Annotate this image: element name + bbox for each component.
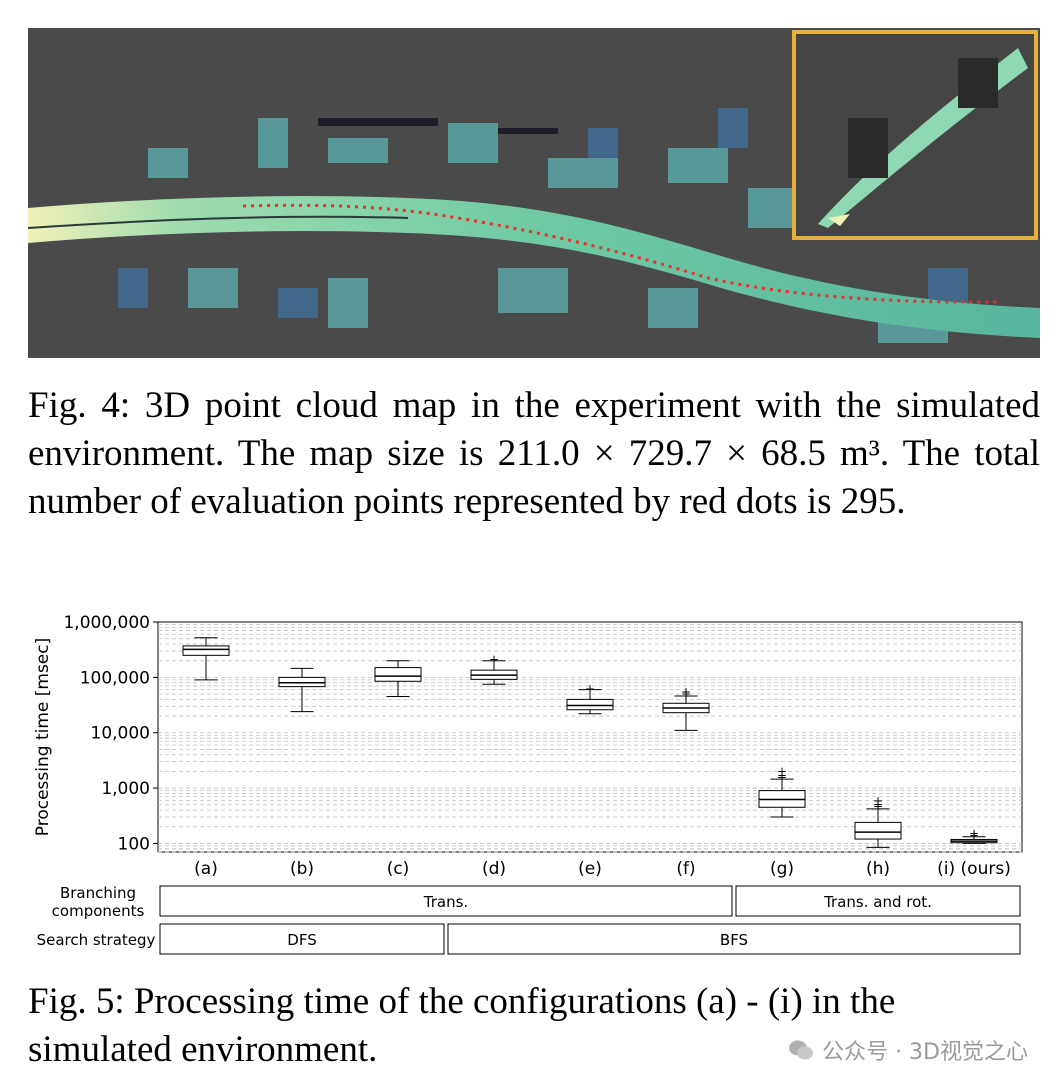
flier-marker: + (777, 764, 787, 778)
point-cloud-map-graphic (28, 28, 1040, 358)
figure-4-caption-prefix: Fig. 4: (28, 385, 131, 426)
box-1 (278, 667, 326, 713)
flier-marker: + (489, 653, 499, 667)
flier-marker: + (969, 827, 979, 841)
watermark-text: 公众号 · 3D视觉之心 (822, 1040, 1028, 1065)
table-cell-label: BFS (720, 931, 748, 949)
x-tick-label: (c) (387, 859, 410, 879)
figure-5-caption: Fig. 5: Processing time of the configura… (28, 978, 1040, 1074)
y-tick-label: 100 (118, 834, 150, 854)
box-2 (374, 660, 422, 698)
x-tick-label: (i) (ours) (937, 859, 1011, 879)
table-cell (447, 923, 1021, 955)
iqr-box (374, 667, 422, 682)
flier-marker: + (873, 794, 883, 808)
figure-5-caption-line1: Processing time of the configurations (a… (133, 981, 896, 1022)
x-tick-label: (a) (194, 859, 218, 879)
box-4: + (566, 682, 614, 715)
y-tick-label: 100,000 (80, 668, 150, 688)
point-cloud-map-image (28, 28, 1040, 358)
iqr-box (854, 821, 902, 840)
watermark: 公众号 · 3D视觉之心 (788, 1034, 1028, 1066)
table-cell (159, 923, 445, 955)
iqr-box (182, 645, 230, 656)
table-row-label: components (52, 902, 145, 920)
table-cell (735, 885, 1021, 917)
flier-marker: + (777, 771, 787, 785)
y-tick-label: 1,000,000 (63, 613, 150, 633)
x-tick-label: (g) (770, 859, 794, 879)
box-5: ++ (662, 685, 710, 731)
box-7: +++ (854, 794, 902, 848)
x-tick-label: (d) (482, 859, 506, 879)
flier-marker: + (873, 798, 883, 812)
wechat-icon (789, 1040, 814, 1060)
table-cell-label: Trans. (423, 893, 468, 911)
figure-5-caption-line2: simulated environment. (28, 1029, 378, 1070)
table-cell-label: Trans. and rot. (823, 893, 932, 911)
figure-4-caption: Fig. 4: 3D point cloud map in the experi… (28, 382, 1040, 526)
x-tick-label: (b) (290, 859, 314, 879)
evaluation-path (242, 203, 999, 304)
y-tick-label: 1,000 (101, 779, 150, 799)
box-6: +++ (758, 764, 806, 818)
box-8: ++ (950, 827, 998, 844)
y-tick-label: 10,000 (91, 724, 150, 744)
figure-4-caption-text: 3D point cloud map in the experiment wit… (28, 385, 1041, 522)
plot-area (157, 621, 1023, 853)
iqr-box (566, 698, 614, 711)
y-axis-label: Processing time [msec] (33, 638, 53, 836)
table-cell-label: DFS (287, 931, 316, 949)
box-3: + (470, 653, 518, 685)
flier-marker: + (969, 828, 979, 842)
box-plot-svg: 100 1,000 10,000 100,000 1,000,000Processing… (33, 613, 1023, 955)
flier-marker: + (585, 682, 595, 696)
flier-marker: + (777, 768, 787, 782)
x-tick-label: (h) (866, 859, 890, 879)
figure-5-caption-prefix: Fig. 5: (28, 981, 125, 1022)
flier-marker: + (681, 685, 691, 699)
table-cell (159, 885, 733, 917)
flier-marker: + (681, 687, 691, 701)
x-tick-label: (e) (578, 859, 602, 879)
table-row-label: Search strategy (37, 931, 156, 949)
flier-marker: + (873, 800, 883, 814)
x-tick-label: (f) (676, 859, 695, 879)
box-0 (182, 637, 230, 681)
table-row-label: Branching (60, 884, 136, 902)
